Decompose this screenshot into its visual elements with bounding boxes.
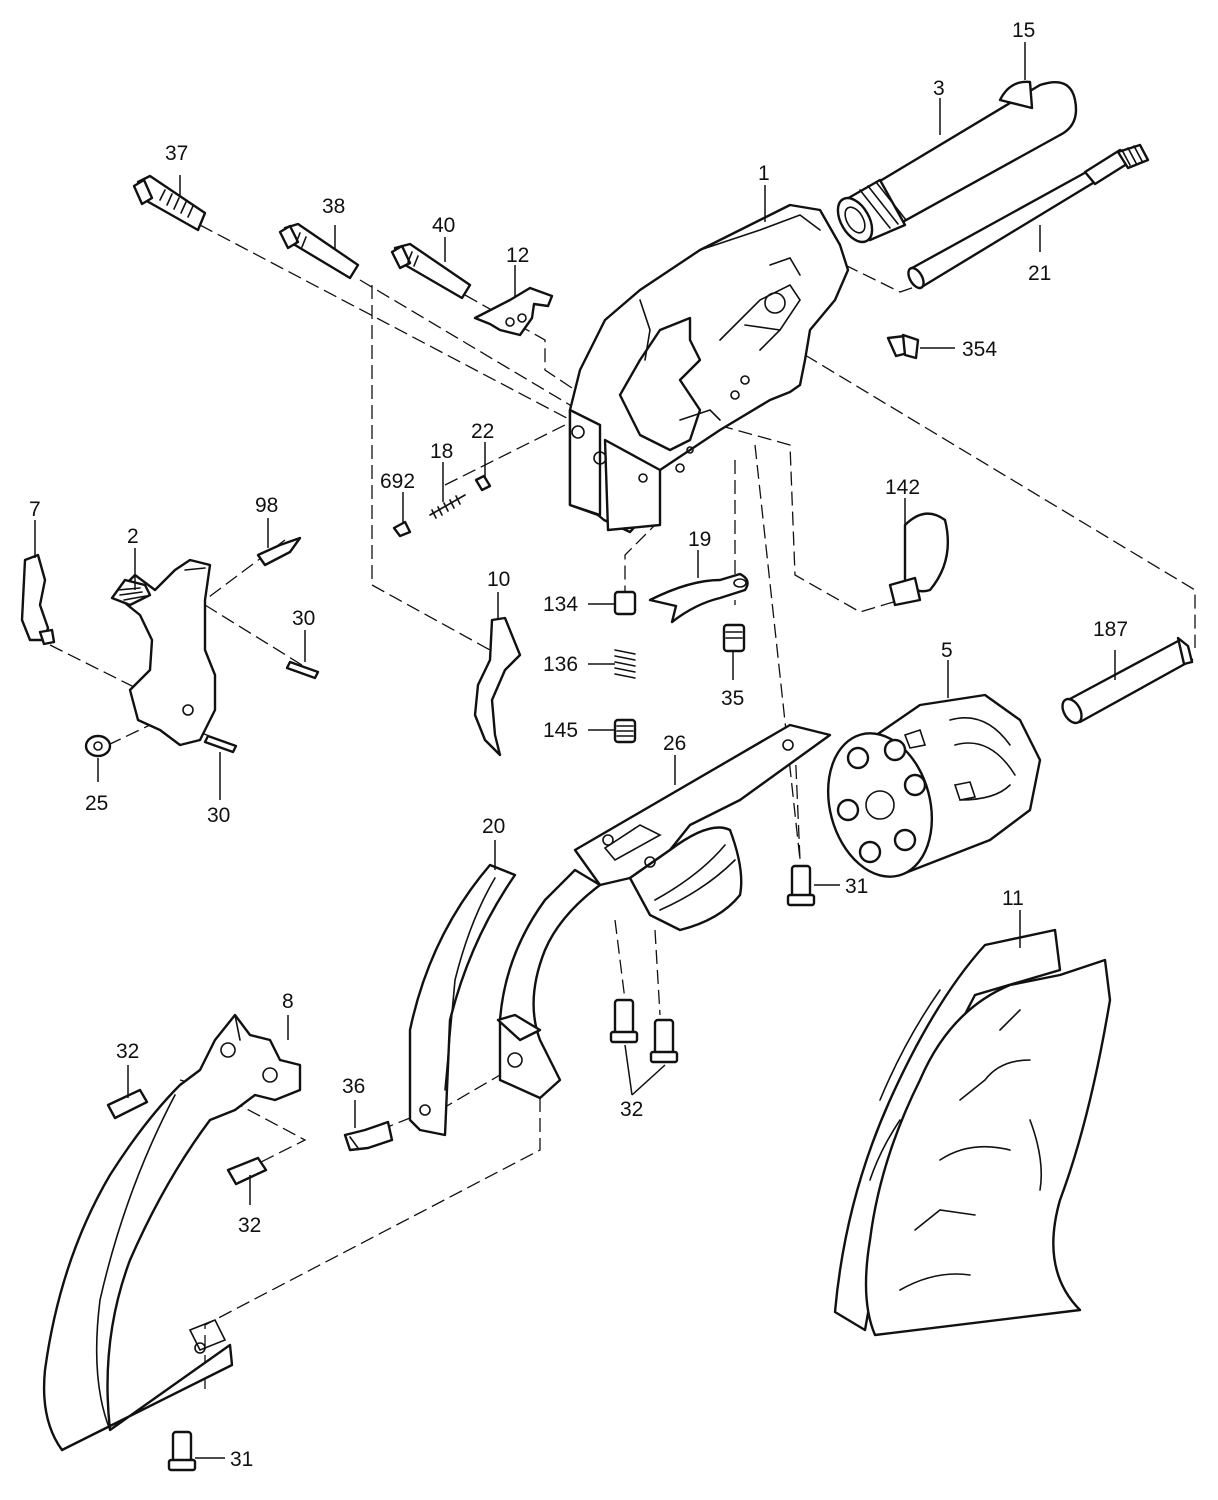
label-38: 38 [322,195,345,218]
part-18-spring [429,494,466,519]
part-32-screw-pair-a [609,998,639,1044]
callout-labels: 15 3 1 37 38 40 12 21 354 22 18 692 142 … [29,19,1128,1471]
part-40-screw [390,242,472,300]
label-18: 18 [430,440,453,463]
part-35-screw [722,623,746,653]
part-37-screw [132,174,207,232]
part-7-hand [20,553,56,646]
label-3: 3 [933,77,945,100]
part-21-base-pin [907,143,1150,290]
label-31-lower: 31 [230,1448,253,1471]
label-692: 692 [380,470,415,493]
label-32-middle: 32 [238,1214,261,1237]
part-25-washer [84,734,112,758]
label-187: 187 [1093,618,1128,641]
part-187-cylinder-pin [1061,636,1194,725]
part-32-screw-middle [226,1156,268,1186]
label-7: 7 [29,498,41,521]
part-3-barrel [836,80,1078,244]
part-12-bolt [473,286,554,337]
label-32-pair: 32 [620,1098,643,1121]
label-5: 5 [941,639,953,662]
part-98-firing-pin [256,536,302,567]
label-136: 136 [543,653,578,676]
part-31-screw-upper [786,864,816,907]
label-142: 142 [885,476,920,499]
part-692-screw [392,520,412,538]
label-30-lower: 30 [207,804,230,827]
label-40: 40 [432,214,455,237]
label-36: 36 [342,1075,365,1098]
part-32-screw-left [106,1088,149,1120]
label-134: 134 [543,593,578,616]
label-32-left: 32 [116,1040,139,1063]
label-1: 1 [758,162,770,185]
label-20: 20 [482,815,505,838]
part-31-screw-lower [167,1430,197,1472]
part-38-screw [278,222,360,280]
part-20-backstrap [408,863,517,1137]
part-134-plunger [613,590,637,616]
part-5-cylinder [826,693,1042,878]
part-1-frame [568,203,850,534]
part-11-grips [833,928,1112,1337]
part-32-screw-pair-b [649,1018,679,1064]
label-98: 98 [255,494,278,517]
part-36-screw [343,1120,394,1152]
part-26-trigger-guard [496,723,832,1100]
label-35: 35 [721,687,744,710]
label-10: 10 [487,568,510,591]
part-2-hammer [110,558,217,747]
label-25: 25 [85,792,108,815]
leader-lines [34,42,1116,1459]
label-37: 37 [165,142,188,165]
label-31-upper: 31 [845,875,868,898]
part-30-pin-upper [285,660,320,680]
part-30-pin-lower [203,734,238,754]
label-15: 15 [1012,19,1035,42]
label-11: 11 [1002,887,1024,910]
label-8: 8 [282,990,294,1013]
part-22-plunger [474,474,492,492]
label-30-upper: 30 [292,607,315,630]
part-145-screw [613,718,637,744]
label-12: 12 [506,244,529,267]
label-2: 2 [127,525,139,548]
part-19-spring [648,572,749,624]
part-142-loading-gate [888,512,949,607]
label-21: 21 [1028,262,1051,285]
part-8-backstrap [42,1013,302,1452]
label-354: 354 [962,338,997,361]
label-145: 145 [543,719,578,742]
part-354-screw [886,333,920,360]
label-22: 22 [471,420,494,443]
part-136-spring [614,649,636,679]
label-26: 26 [663,732,686,755]
label-19: 19 [688,528,711,551]
part-10-trigger [473,616,522,757]
